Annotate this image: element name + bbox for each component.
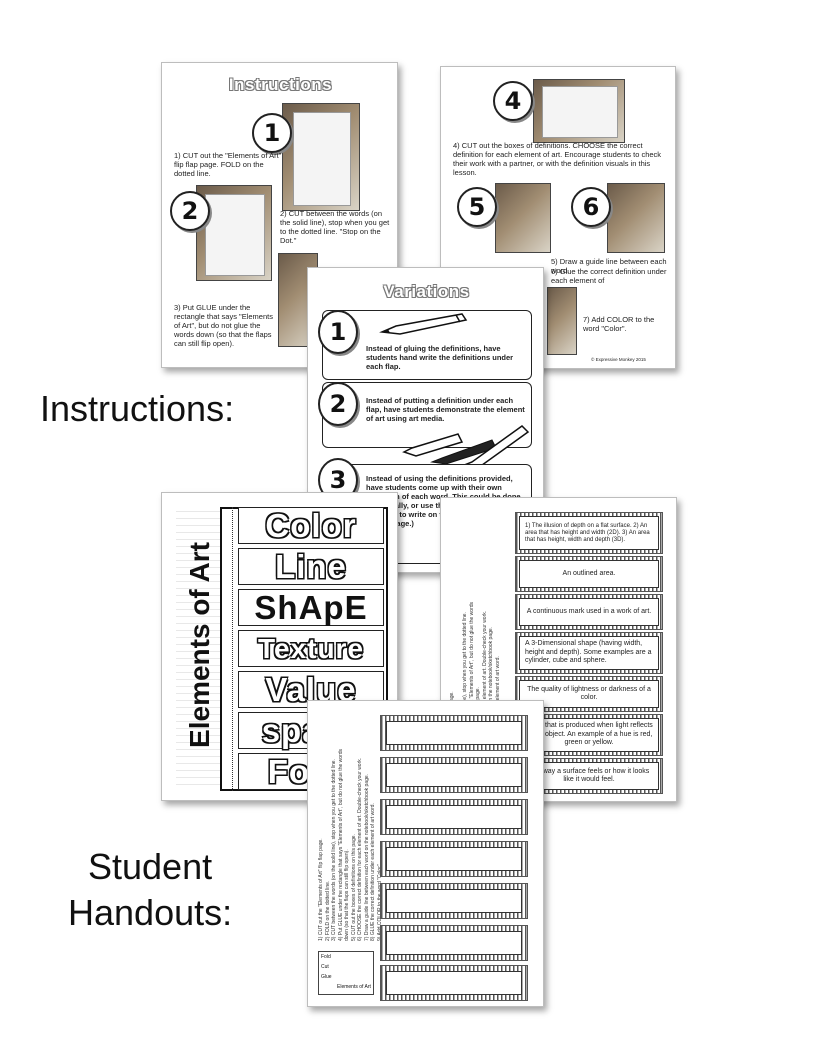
step6-text: 6) Glue the correct definition under eac… bbox=[551, 267, 667, 285]
step2-text: 2) CUT between the words (on the solid l… bbox=[280, 209, 390, 245]
step6-photo bbox=[607, 183, 665, 253]
step7-text: 7) Add COLOR to the word "Color". bbox=[583, 315, 655, 333]
blank-flap-1 bbox=[380, 715, 528, 751]
variation-card-2 bbox=[322, 382, 532, 448]
step4-photo bbox=[533, 79, 625, 143]
student-label: Student bbox=[88, 846, 213, 887]
step1-text: 1) CUT out the "Elements of Art" flip fl… bbox=[174, 151, 282, 178]
instructions-page: Instructions 1 1) CUT out the "Elements … bbox=[161, 62, 398, 368]
diagram-label-fold: Fold bbox=[321, 954, 331, 960]
blank-flap-6 bbox=[380, 925, 528, 961]
flipbook-side-panel bbox=[176, 507, 222, 791]
step5-number: 5 bbox=[457, 187, 497, 227]
blank-flaps-page: 1) CUT out the "Elements of Art" flip fl… bbox=[307, 700, 544, 1007]
blank-flap-2 bbox=[380, 757, 528, 793]
definition-line: A continuous mark used in a work of art. bbox=[519, 598, 659, 626]
step6-number: 6 bbox=[571, 187, 611, 227]
word-color: Color bbox=[238, 507, 384, 544]
diagram-label-cut: Cut bbox=[321, 964, 329, 970]
definition-space: 1) The illusion of depth on a flat surfa… bbox=[519, 516, 659, 550]
word-shape: ShApE bbox=[238, 589, 384, 626]
mini-diagram: Fold Cut Glue Elements of Art bbox=[318, 951, 374, 995]
pencil-icon bbox=[379, 313, 468, 335]
handouts-label: Handouts: bbox=[68, 892, 233, 933]
definition-shape: An outlined area. bbox=[519, 560, 659, 588]
variation-1-text: Instead of gluing the definitions, have … bbox=[366, 344, 514, 371]
step2-number: 2 bbox=[170, 191, 210, 231]
flipbook-side-title: Elements of Art bbox=[184, 542, 215, 748]
step2-photo bbox=[196, 185, 272, 281]
step4-text: 4) CUT out the boxes of definitions. CHO… bbox=[453, 141, 662, 177]
step3-text: 3) Put GLUE under the rectangle that say… bbox=[174, 303, 273, 348]
variation-2-text: Instead of putting a definition under ea… bbox=[366, 396, 525, 423]
diagram-label-glue: Glue bbox=[321, 974, 332, 980]
markers-icon bbox=[402, 425, 530, 469]
instructions-label: Instructions: bbox=[40, 388, 235, 429]
step1-photo bbox=[282, 103, 360, 211]
step4-number: 4 bbox=[493, 81, 533, 121]
variation-1-number: 1 bbox=[318, 310, 358, 354]
blank-flap-5 bbox=[380, 883, 528, 919]
dotted-fold-line bbox=[232, 507, 233, 791]
step5-photo bbox=[495, 183, 551, 253]
credit-text: © Expressive Monkey 2015 bbox=[591, 357, 646, 362]
variations-title: Variations bbox=[383, 282, 470, 301]
definition-form: A 3-Dimensional shape (having width, hei… bbox=[519, 636, 659, 670]
word-line: Line bbox=[238, 548, 384, 585]
blank-flap-7 bbox=[380, 965, 528, 1001]
blank-flap-4 bbox=[380, 841, 528, 877]
diagram-label-elements: Elements of Art bbox=[337, 984, 371, 990]
step7-photo bbox=[547, 287, 577, 355]
blank-side-instructions: 1) CUT out the "Elements of Art" flip fl… bbox=[318, 749, 383, 941]
instructions-title: Instructions bbox=[228, 75, 333, 94]
variation-2-number: 2 bbox=[318, 382, 358, 426]
step1-number: 1 bbox=[252, 113, 292, 153]
word-texture: Texture bbox=[238, 630, 384, 667]
blank-flap-3 bbox=[380, 799, 528, 835]
step5-text: 5) Draw a guide line between each word. bbox=[551, 257, 667, 275]
